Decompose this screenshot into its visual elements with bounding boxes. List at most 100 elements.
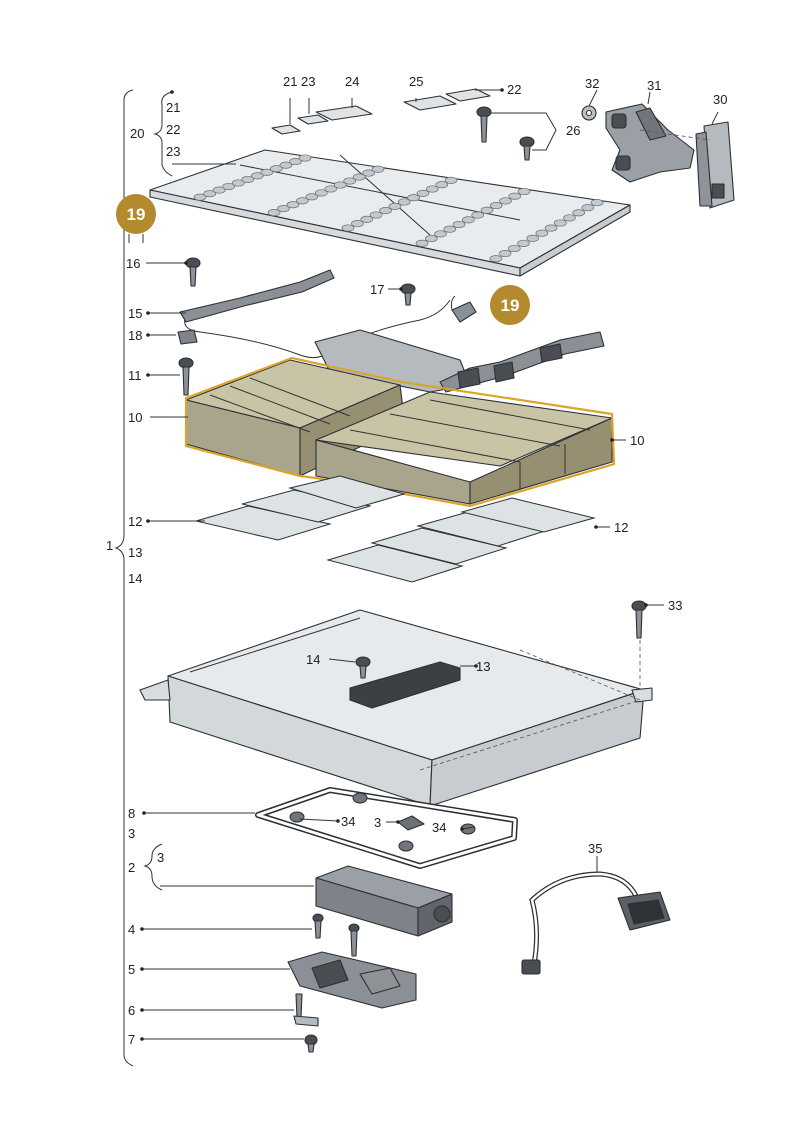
bar-13 xyxy=(349,661,461,709)
screw-16 xyxy=(185,257,201,287)
plate-hole xyxy=(544,224,558,232)
plate-hole xyxy=(362,169,375,177)
plate-hole xyxy=(250,172,264,180)
plate-hole xyxy=(489,202,503,210)
plate-hole xyxy=(241,175,255,183)
plate-hole xyxy=(203,190,217,198)
label-10-left: 10 xyxy=(128,410,142,425)
label-23-top: 23 xyxy=(301,74,315,89)
plate-hole xyxy=(267,209,281,217)
label-18: 18 xyxy=(128,328,142,343)
plate-hole xyxy=(231,179,245,187)
plate-hole xyxy=(388,202,402,210)
label-30: 30 xyxy=(713,92,727,107)
plate-hole xyxy=(407,194,420,202)
plate-hole xyxy=(305,193,319,201)
label-33: 33 xyxy=(668,598,682,613)
badge-19-left-text: 19 xyxy=(127,205,146,224)
plate-hole xyxy=(286,201,300,209)
seal-8-inner xyxy=(256,788,517,868)
plate-hole xyxy=(535,229,549,237)
badge-19-left: 19 xyxy=(116,194,156,234)
screw-11 xyxy=(178,357,194,396)
plate-hole xyxy=(444,176,458,184)
plate-hole xyxy=(425,185,439,193)
control-unit-2 xyxy=(315,865,453,937)
bolt-5 xyxy=(348,923,360,957)
plate-hole xyxy=(507,244,521,253)
plate-hole xyxy=(333,181,347,189)
label-32: 32 xyxy=(585,76,599,91)
leader-lines xyxy=(142,89,719,1040)
plate-hole xyxy=(424,235,438,243)
pads-group xyxy=(271,88,491,135)
junction-unit-5 xyxy=(287,951,417,1009)
plate-hole xyxy=(193,193,207,201)
label-10-right: 10 xyxy=(630,433,644,448)
label-21-top: 21 xyxy=(283,74,297,89)
screw-26a xyxy=(476,106,492,143)
wiring-harness xyxy=(179,269,605,393)
label-14-group: 14 xyxy=(128,571,142,586)
plate-hole xyxy=(517,187,531,196)
cover-plate xyxy=(149,149,631,277)
screw-14 xyxy=(355,656,371,679)
label-8: 8 xyxy=(128,806,135,821)
cable-35 xyxy=(521,871,671,975)
label-6: 6 xyxy=(128,1003,135,1018)
label-4: 4 xyxy=(128,922,135,937)
plate-hole xyxy=(296,197,309,205)
plate-hole xyxy=(499,197,512,205)
label-3-group: 3 xyxy=(157,850,164,865)
plate-hole xyxy=(443,225,457,233)
bracket-31 xyxy=(605,103,695,183)
label-12-left: 12 xyxy=(128,514,142,529)
plate-hole xyxy=(434,230,447,238)
label-13-group: 13 xyxy=(128,545,142,560)
plate-hole xyxy=(517,239,530,247)
plate-hole xyxy=(369,211,383,219)
plate-hole xyxy=(416,189,430,197)
plate-hole xyxy=(572,209,586,217)
label-22-right: 22 xyxy=(507,82,521,97)
plate-hole xyxy=(341,224,355,232)
plate-hole xyxy=(279,161,293,169)
plate-hole xyxy=(277,205,290,213)
bracket-30 xyxy=(695,121,735,209)
plate-hole xyxy=(526,234,540,242)
plate-hole xyxy=(563,214,576,222)
screw-26b xyxy=(519,136,535,161)
plate-hole xyxy=(480,206,494,214)
battery-tray xyxy=(139,609,653,807)
label-17: 17 xyxy=(370,282,384,297)
plate-hole xyxy=(343,177,357,185)
label-31: 31 xyxy=(647,78,661,93)
label-34-right: 34 xyxy=(432,820,446,835)
plate-hole xyxy=(351,220,364,228)
plate-hole xyxy=(314,189,328,197)
screw-33 xyxy=(631,600,647,639)
label-2: 2 xyxy=(128,860,135,875)
label-23-group: 23 xyxy=(166,144,180,159)
screw-17 xyxy=(400,283,416,306)
plate-hole xyxy=(489,255,503,263)
plate-hole xyxy=(553,219,567,227)
label-21-group: 21 xyxy=(166,100,180,115)
plate-hole xyxy=(415,239,429,247)
grommets-34 xyxy=(289,792,476,852)
plate-hole xyxy=(222,182,236,191)
plate-hole xyxy=(379,207,392,215)
connector-3 xyxy=(397,815,425,831)
sensor-6 xyxy=(293,993,319,1027)
label-11: 11 xyxy=(128,368,142,383)
plate-hole xyxy=(498,250,512,258)
clip-18 xyxy=(177,329,198,345)
plate-hole xyxy=(212,186,226,194)
bracket-spine xyxy=(114,89,173,1067)
screw-7 xyxy=(304,1034,318,1053)
label-16: 16 xyxy=(126,256,140,271)
label-12-right: 12 xyxy=(614,520,628,535)
label-24: 24 xyxy=(345,74,359,89)
label-20: 20 xyxy=(130,126,144,141)
plate-hole xyxy=(397,198,411,206)
